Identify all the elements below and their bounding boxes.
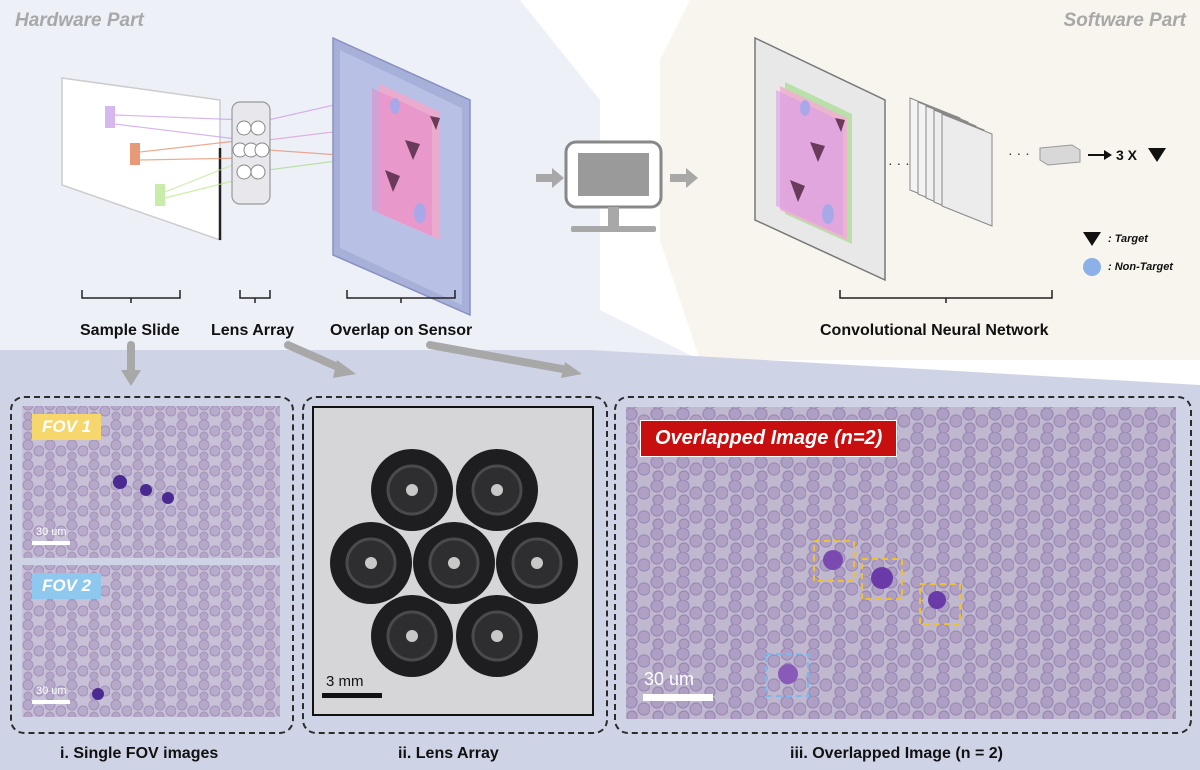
fov2-scale-label: 30 um <box>36 685 67 697</box>
slide-region-2 <box>130 143 140 165</box>
target-box-2 <box>861 558 903 600</box>
fov1-scale-bar <box>32 541 70 545</box>
target-triangle-icon <box>1148 148 1166 162</box>
sample-slide-label: Sample Slide <box>80 322 180 339</box>
panel-overlapped <box>614 396 1192 734</box>
fov2-scale-bar <box>32 700 70 704</box>
panel-lens-array <box>302 396 608 734</box>
lens-1 <box>371 449 453 531</box>
legend-target-triangle-icon <box>1083 232 1101 246</box>
svg-text:· · ·: · · · <box>888 155 910 171</box>
lens-4 <box>413 522 495 604</box>
overlapped-tag: Overlapped Image (n=2) <box>640 420 898 457</box>
svg-text:· · ·: · · · <box>1008 145 1030 161</box>
lens-2 <box>456 449 538 531</box>
lens-5 <box>496 522 578 604</box>
hardware-title: Hardware Part <box>15 10 144 31</box>
fov1-scale-label: 30 um <box>36 526 67 538</box>
lens-3 <box>330 522 412 604</box>
lens-6 <box>371 595 453 677</box>
non-target-box <box>765 653 809 697</box>
lens-scale-label: 3 mm <box>326 673 364 690</box>
panel-single-fov <box>10 396 294 734</box>
overlap-scale-label: 30 um <box>644 669 695 689</box>
fov1-tag: FOV 1 <box>32 414 102 440</box>
slide-region-3 <box>155 184 165 206</box>
overlap-scale-bar <box>643 694 713 701</box>
panel-ii-caption: ii. Lens Array <box>398 745 499 762</box>
overlap-sensor-label: Overlap on Sensor <box>330 322 473 339</box>
legend-non-target-label: : Non-Target <box>1108 261 1173 273</box>
lens-7 <box>456 595 538 677</box>
lens-array-label: Lens Array <box>211 322 294 339</box>
cnn-label: Convolutional Neural Network <box>820 322 1049 339</box>
fov2-tag: FOV 2 <box>32 573 102 599</box>
target-box-3 <box>919 583 961 625</box>
lens-scale-bar <box>322 693 382 698</box>
legend-target-label: : Target <box>1108 233 1148 245</box>
target-box-1 <box>813 540 855 582</box>
cnn-output-label: 3 X <box>1116 147 1138 163</box>
slide-region-1 <box>105 106 115 128</box>
software-title: Software Part <box>1063 10 1186 31</box>
panel-i-caption: i. Single FOV images <box>60 745 219 762</box>
panel-iii-caption: iii. Overlapped Image (n = 2) <box>790 745 1003 762</box>
non-target-circle-icon <box>1083 258 1101 276</box>
